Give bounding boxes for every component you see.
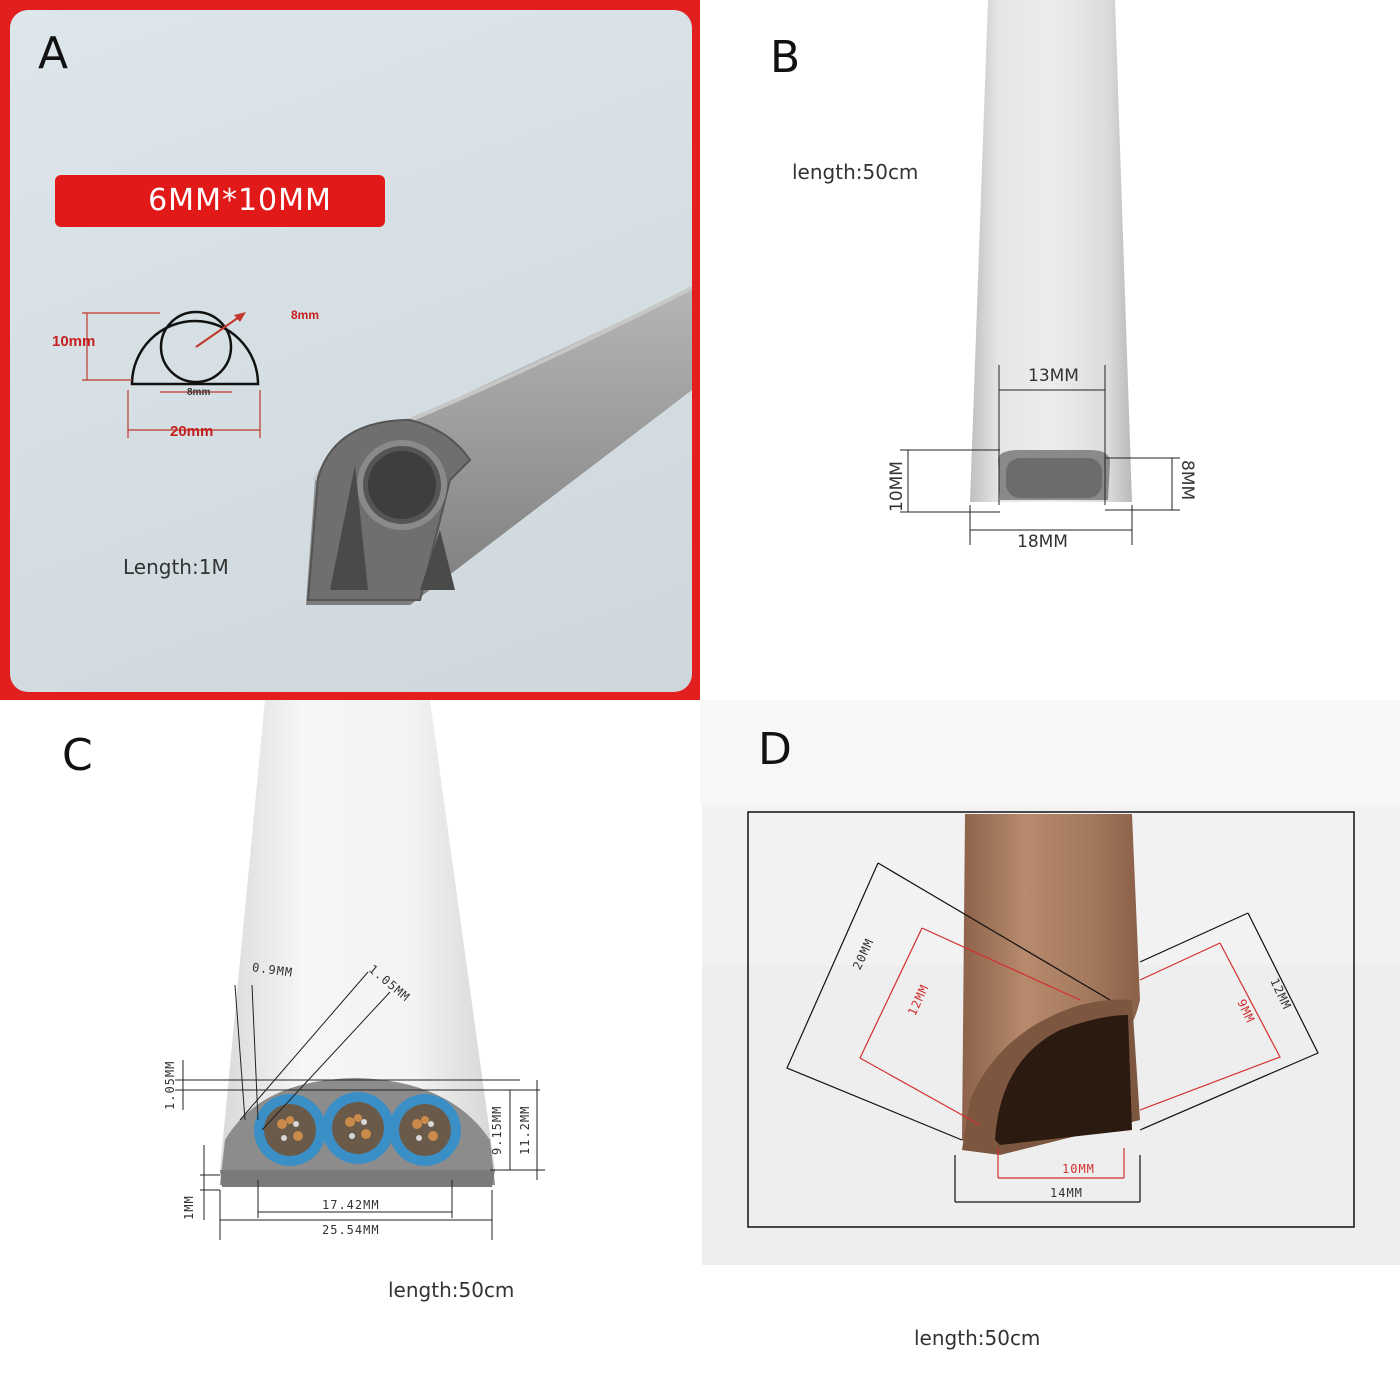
cross-section-diagram — [130, 310, 260, 386]
panel-b: B length:50cm 13MM 10MM 8MM 18MM — [700, 0, 1400, 700]
panel-d-header-bg — [700, 700, 1400, 805]
dim-inner-label: 8mm — [187, 387, 211, 398]
panel-d-drawing — [747, 811, 1355, 1228]
panel-b-dim-top: 13MM — [1028, 366, 1079, 386]
panel-c-dim-inner-w: 17.42MM — [322, 1198, 380, 1212]
panel-c-length: length:50cm — [388, 1278, 515, 1302]
channel-3d-render — [306, 286, 692, 605]
panel-c-dim-inner-h: 9.15MM — [490, 1105, 504, 1155]
panel-d-letter: D — [758, 724, 792, 775]
panel-a-card: A 6MM*10MM 10mm 8mm 8mm 20mm Length:1M — [10, 10, 692, 692]
dimension-lines — [82, 312, 261, 438]
panel-c-dim-lines — [175, 971, 545, 1240]
panel-c-dim-outer-w: 25.54MM — [322, 1223, 380, 1237]
panel-d-inner-dims — [859, 927, 1281, 1179]
panel-d-dim-inner-bottom: 10MM — [1062, 1162, 1095, 1176]
dim-radius-label: 8mm — [291, 308, 320, 322]
dim-height-label: 10mm — [52, 333, 96, 350]
panel-a-drawing — [82, 286, 692, 605]
panel-c-letter: C — [62, 730, 93, 781]
inner-circle — [159, 310, 233, 384]
panel-a-length: Length:1M — [123, 555, 229, 579]
panel-b-drawing — [900, 0, 1180, 545]
cable-bundles — [254, 1092, 461, 1166]
panel-a: A 6MM*10MM 10mm 8mm 8mm 20mm Length:1M — [0, 0, 700, 700]
panel-c-dim-top: 1.05MM — [163, 1060, 177, 1110]
channel-c-body — [220, 700, 495, 1170]
radius-arrow — [195, 314, 243, 348]
half-round-outline — [130, 319, 260, 386]
channel-b-body — [970, 0, 1132, 502]
dim-width-label: 20mm — [170, 423, 214, 440]
panel-c: C 0.9MM 1.05MM 1.05MM 9.15MM 11.2MM 1MM … — [0, 700, 700, 1400]
size-badge — [55, 175, 385, 227]
size-badge-text: 6MM*10MM — [148, 183, 332, 218]
panel-b-dim-bottom: 18MM — [1017, 532, 1068, 552]
panel-a-letter: A — [38, 28, 69, 79]
panel-c-dim-base: 1MM — [182, 1195, 196, 1220]
panel-b-dim-inner: 8MM — [1177, 460, 1197, 501]
panel-d-dim-outer-bottom: 14MM — [1050, 1186, 1083, 1200]
panel-d: D 20MM 12MM 12MM 9MM 10MM 14MM length:50… — [700, 700, 1400, 1400]
panel-c-drawing — [175, 700, 545, 1240]
panel-b-dim-height: 10MM — [887, 461, 907, 512]
panel-d-outer-dims — [786, 862, 1319, 1203]
panel-b-letter: B — [770, 32, 801, 83]
panel-b-dim-lines — [900, 365, 1180, 545]
panel-d-length: length:50cm — [914, 1326, 1041, 1350]
panel-c-dim-outer-h: 11.2MM — [518, 1105, 532, 1155]
panel-d-frame — [747, 811, 1355, 1228]
panel-b-length: length:50cm — [792, 160, 919, 184]
